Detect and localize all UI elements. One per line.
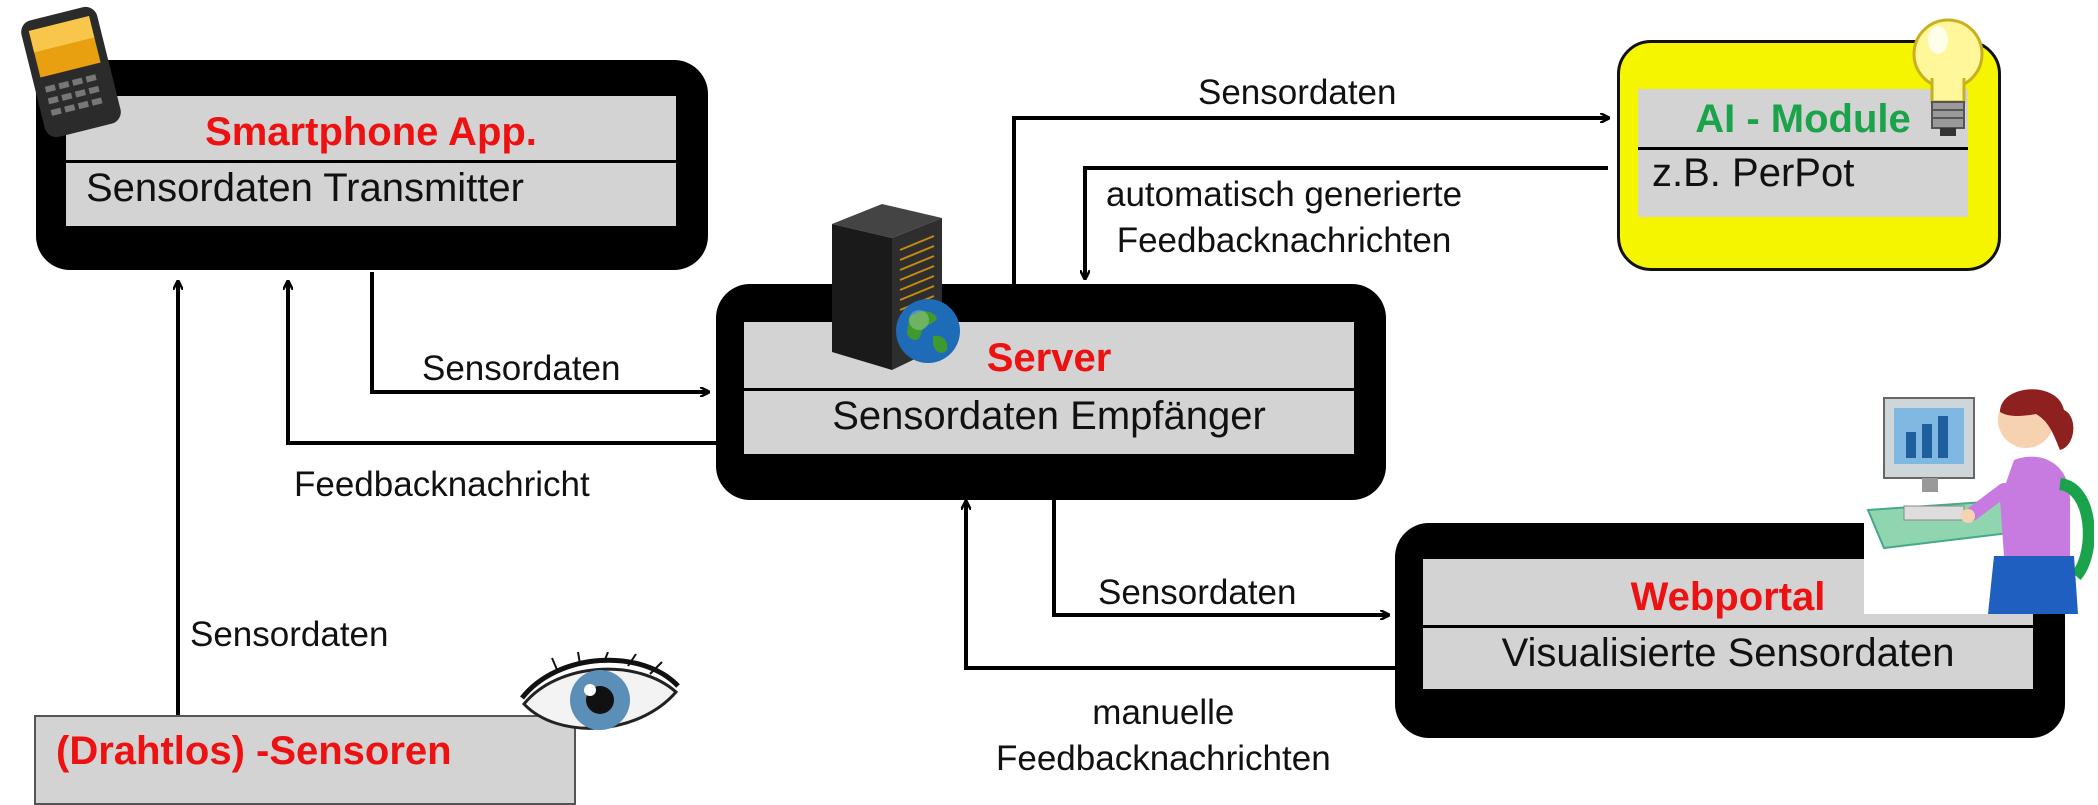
globe-icon <box>893 296 963 371</box>
arrow-web-to-server <box>966 502 1395 670</box>
arrow-server-to-app <box>288 282 716 445</box>
smartphone-app-box: Smartphone App. Sensordaten Transmitter <box>36 60 708 270</box>
arrow-app-to-server <box>370 272 708 392</box>
arrow-server-to-web <box>1052 500 1388 615</box>
lightbulb-icon <box>1908 10 1988 147</box>
label-server-to-app: Feedbacknachricht <box>294 465 590 504</box>
label-app-to-server: Sensordaten <box>422 349 621 388</box>
label-sensors-to-app: Sensordaten <box>190 615 389 654</box>
label-server-to-ai: Sensordaten <box>1198 73 1397 112</box>
label-server-to-web: Sensordaten <box>1098 573 1297 612</box>
webportal-subtitle: Visualisierte Sensordaten <box>1501 631 1955 675</box>
sensors-box: (Drahtlos) -Sensoren <box>34 715 576 805</box>
smartphone-app-title: Smartphone App. <box>205 110 537 154</box>
webportal-title: Webportal <box>1630 575 1826 619</box>
ai-module-box: AI - Module z.B. PerPot <box>1617 40 2001 271</box>
ai-module-title: AI - Module <box>1695 97 1911 141</box>
ai-module-subtitle: z.B. PerPot <box>1652 151 1855 195</box>
label-ai-to-server: automatisch generierte Feedbacknachricht… <box>1106 175 1463 260</box>
smartphone-icon <box>10 6 132 143</box>
server-title: Server <box>986 336 1112 380</box>
sensors-title: (Drahtlos) -Sensoren <box>56 729 452 773</box>
label-web-to-server: manuelle Feedbacknachrichten <box>996 693 1331 778</box>
arrow-ai-to-server <box>1085 166 1608 278</box>
arrow-server-to-ai <box>1012 118 1608 284</box>
smartphone-app-subtitle: Sensordaten Transmitter <box>86 166 524 210</box>
eye-icon <box>518 651 682 747</box>
person-at-computer-icon <box>1864 380 2095 619</box>
server-subtitle: Sensordaten Empfänger <box>832 394 1266 438</box>
server-box: Server Sensordaten Empfänger <box>716 284 1386 500</box>
